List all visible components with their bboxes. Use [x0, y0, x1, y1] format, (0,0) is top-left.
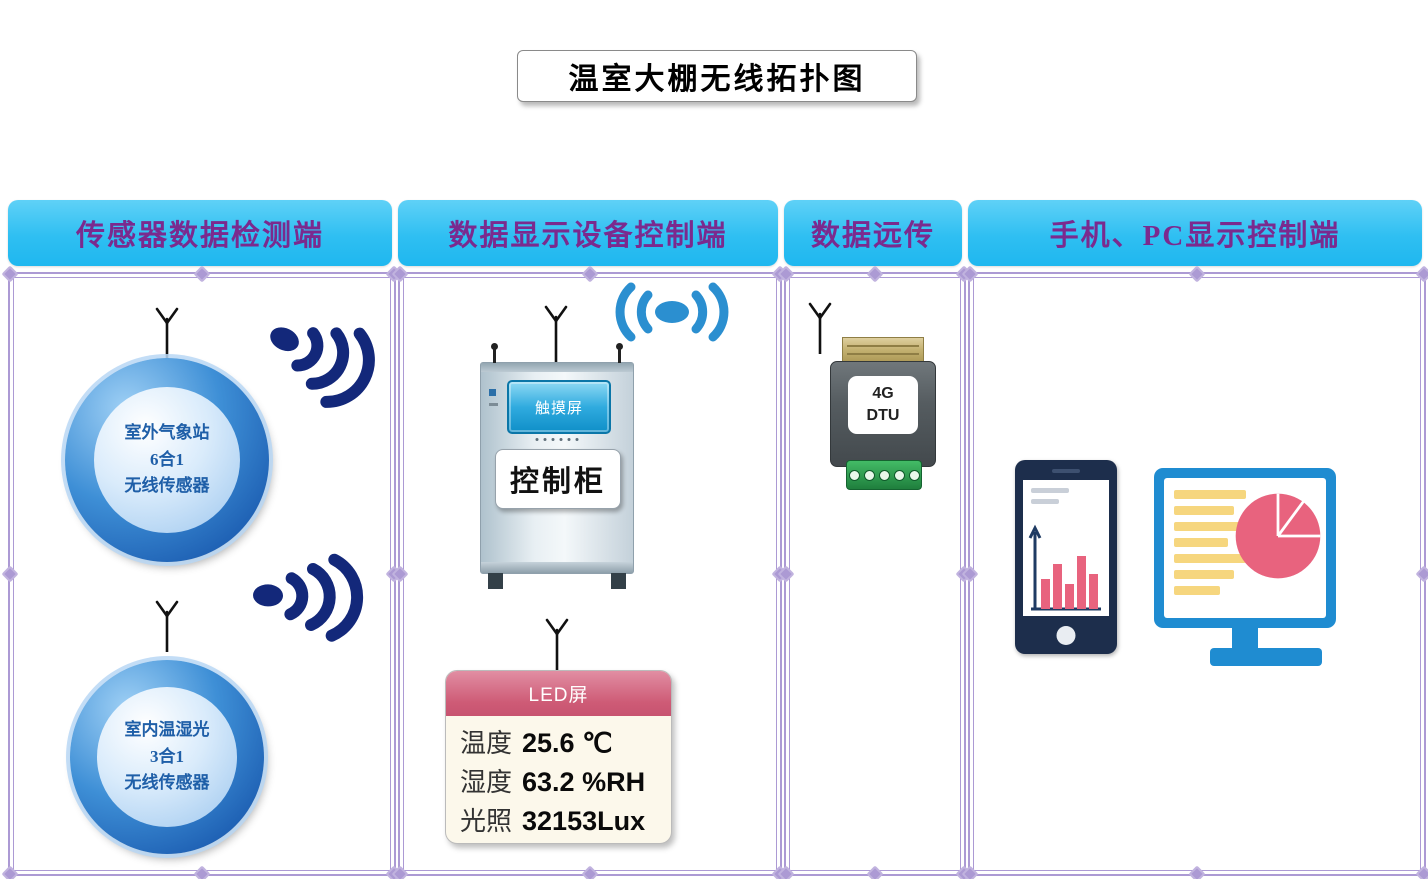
- mini-antenna-icon: [491, 343, 498, 363]
- antenna-icon: [155, 307, 179, 359]
- antenna-icon: [808, 302, 832, 354]
- panel-phone-pc: [961, 265, 1428, 879]
- led-panel-title: LED屏: [528, 685, 589, 706]
- column-header-label: 数据显示设备控制端: [448, 220, 728, 252]
- sensor-label: 室内温湿光: [124, 720, 210, 740]
- led-row-humidity: 湿度 63.2 %RH: [460, 762, 671, 801]
- diagram-title: 温室大棚无线拓扑图: [517, 50, 917, 102]
- sensor-label: 3合1: [149, 746, 184, 766]
- bar-chart-icon: [1028, 524, 1101, 611]
- column-header-sensor-detection: 传感器数据检测端: [8, 200, 392, 266]
- column-header-remote-transfer: 数据远传: [784, 200, 962, 266]
- sensor-node-outdoor: 室外气象站 6合1 无线传感器: [65, 358, 269, 562]
- led-row-label: 温度: [460, 729, 513, 758]
- phone-home-button: [1056, 626, 1076, 645]
- pie-chart-icon: [1235, 493, 1321, 579]
- border-ornament: [1, 265, 19, 283]
- phone-icon: [1015, 460, 1117, 654]
- vent-dots: [535, 438, 579, 441]
- sensor-label: 室外气象站: [124, 423, 210, 443]
- dtu-name-line: 4G: [872, 385, 894, 403]
- led-panel-body: 温度 25.6 ℃ 湿度 63.2 %RH 光照 32153Lux: [446, 716, 671, 840]
- wifi-signal-icon: [253, 553, 364, 642]
- border-ornament: [581, 865, 599, 879]
- sensor-node-indoor-face: 室内温湿光 3合1 无线传感器: [97, 687, 237, 827]
- column-header-phone-pc: 手机、PC显示控制端: [968, 200, 1422, 266]
- cabinet-leg: [611, 572, 626, 589]
- border-ornament: [866, 265, 884, 283]
- column-header-display-control: 数据显示设备控制端: [398, 200, 778, 266]
- column-header-label: 数据远传: [810, 220, 935, 252]
- led-display-panel: LED屏 温度 25.6 ℃ 湿度 63.2 %RH 光照 32153Lux: [445, 670, 672, 844]
- led-panel-header: LED屏: [446, 671, 671, 716]
- led-row-value: 25.6 ℃: [522, 728, 613, 758]
- monitor-stand-base: [1210, 648, 1322, 666]
- column-header-label: 手机、PC显示控制端: [1049, 220, 1341, 252]
- screen-text-lines: [1174, 490, 1246, 595]
- sensor-label: 无线传感器: [124, 773, 210, 793]
- led-row-temperature: 温度 25.6 ℃: [460, 723, 671, 762]
- phone-speaker: [1052, 469, 1080, 473]
- screen-text-line: [1031, 499, 1059, 504]
- pc-monitor-icon: [1154, 468, 1336, 628]
- border-ornament: [866, 865, 884, 879]
- monitor-screen: [1164, 478, 1326, 618]
- cabinet-name-text: 控制柜: [509, 466, 606, 498]
- panel-remote-transfer: 4G DTU: [777, 265, 973, 879]
- diagram-title-text: 温室大棚无线拓扑图: [568, 63, 866, 96]
- touch-screen-label: 触摸屏: [534, 399, 583, 417]
- sensor-node-indoor: 室内温湿光 3合1 无线传感器: [70, 660, 264, 854]
- border-ornament: [1415, 565, 1428, 583]
- border-ornament: [193, 265, 211, 283]
- border-ornament: [1415, 265, 1428, 283]
- sensor-node-outdoor-face: 室外气象站 6合1 无线传感器: [93, 386, 241, 534]
- antenna-icon: [155, 600, 179, 652]
- mini-antenna-icon: [616, 343, 623, 363]
- monitor-stand-neck: [1232, 626, 1258, 650]
- dtu-device: 4G DTU: [830, 361, 936, 467]
- column-header-label: 传感器数据检测端: [75, 220, 324, 252]
- led-row-light: 光照 32153Lux: [460, 801, 671, 840]
- screen-text-line: [1031, 488, 1069, 493]
- dtu-terminal-block: [846, 460, 922, 490]
- led-row-value: 63.2 %RH: [522, 767, 646, 797]
- wifi-signal-icon: [270, 327, 375, 408]
- wireless-broadcast-icon: [615, 282, 729, 342]
- indicator-chip: [489, 389, 496, 396]
- border-ornament: [1188, 865, 1206, 879]
- led-row-value: 32153Lux: [522, 806, 646, 836]
- border-ornament: [1188, 265, 1206, 283]
- antenna-icon: [545, 618, 569, 670]
- touch-screen: 触摸屏: [507, 380, 611, 434]
- led-row-label: 光照: [460, 807, 513, 836]
- led-row-label: 湿度: [460, 768, 513, 797]
- dtu-name-plate: 4G DTU: [848, 376, 918, 434]
- sensor-label: 6合1: [150, 449, 184, 469]
- cabinet-leg: [488, 572, 503, 589]
- sensor-label: 无线传感器: [124, 476, 210, 496]
- panel-sensor-detection: 室外气象站 6合1 无线传感器 室内温湿光 3合1 无线传感器: [1, 265, 403, 879]
- control-cabinet: 触摸屏 控制柜: [480, 343, 634, 589]
- border-ornament: [581, 265, 599, 283]
- cabinet-name-plate: 控制柜: [495, 449, 621, 509]
- dtu-name-line: DTU: [866, 407, 900, 424]
- border-ornament: [1415, 865, 1428, 879]
- antenna-icon: [544, 305, 568, 363]
- vent-slot: [489, 403, 498, 406]
- border-ornament: [1, 865, 19, 879]
- border-ornament: [193, 865, 211, 879]
- border-ornament: [1, 565, 19, 583]
- phone-screen: [1023, 480, 1109, 616]
- panel-display-control: 触摸屏 控制柜 LED屏 温度 25.6 ℃: [391, 265, 789, 879]
